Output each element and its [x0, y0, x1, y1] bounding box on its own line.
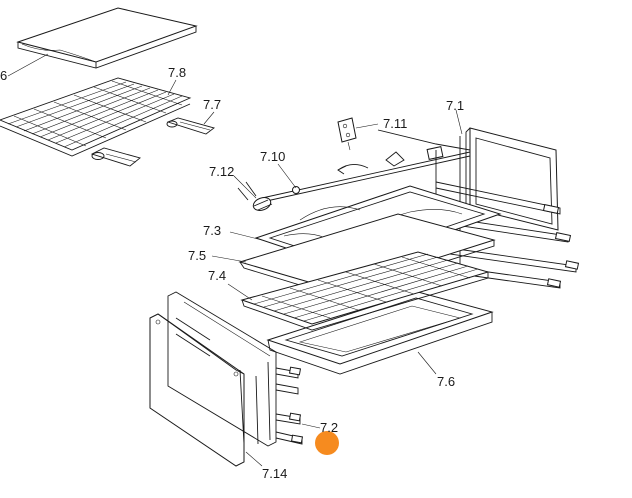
part-top-tray [16, 7, 198, 69]
leader-7-12 [233, 175, 257, 199]
leader-top-tray [7, 53, 49, 77]
label-7-7: 7.7 [203, 97, 221, 112]
leader-7-11 [355, 123, 379, 129]
label-top-tray: 6 [0, 68, 7, 83]
leader-7-6 [417, 351, 437, 375]
leader-7-10 [277, 163, 297, 189]
leader-7-5 [211, 255, 247, 263]
label-7-1: 7.1 [446, 98, 464, 113]
label-7-5: 7.5 [188, 248, 206, 263]
leader-7-4 [227, 283, 253, 301]
label-7-6: 7.6 [437, 374, 455, 389]
leader-7-3 [229, 231, 263, 241]
part-fork-7-12 [237, 181, 300, 211]
label-7-10: 7.10 [260, 149, 285, 164]
label-7-2: 7.2 [320, 420, 338, 435]
part-wire-shelf-7-4 [240, 251, 490, 331]
part-side-frame-7-1 [435, 127, 580, 289]
panel-rails [175, 317, 304, 445]
leader-7-2 [301, 423, 321, 429]
label-7-8: 7.8 [168, 65, 186, 80]
leader-7-8 [167, 79, 177, 96]
leader-7-14 [245, 451, 263, 467]
label-7-3: 7.3 [203, 223, 221, 238]
part-switch-7-11 [337, 117, 357, 151]
highlight-marker [315, 431, 339, 455]
part-wire-rack-7-8 [0, 77, 192, 157]
label-7-4: 7.4 [208, 268, 226, 283]
part-drip-pan-7-6 [266, 291, 494, 375]
label-7-12: 7.12 [209, 164, 234, 179]
part-side-panel-7-14 [149, 291, 304, 467]
part-clips-7-7 [90, 117, 216, 167]
label-7-11: 7.11 [383, 116, 407, 131]
leader-7-7 [203, 111, 215, 125]
leader-7-1 [455, 109, 463, 135]
label-7-14: 7.14 [262, 466, 287, 481]
side-rails [435, 181, 580, 289]
